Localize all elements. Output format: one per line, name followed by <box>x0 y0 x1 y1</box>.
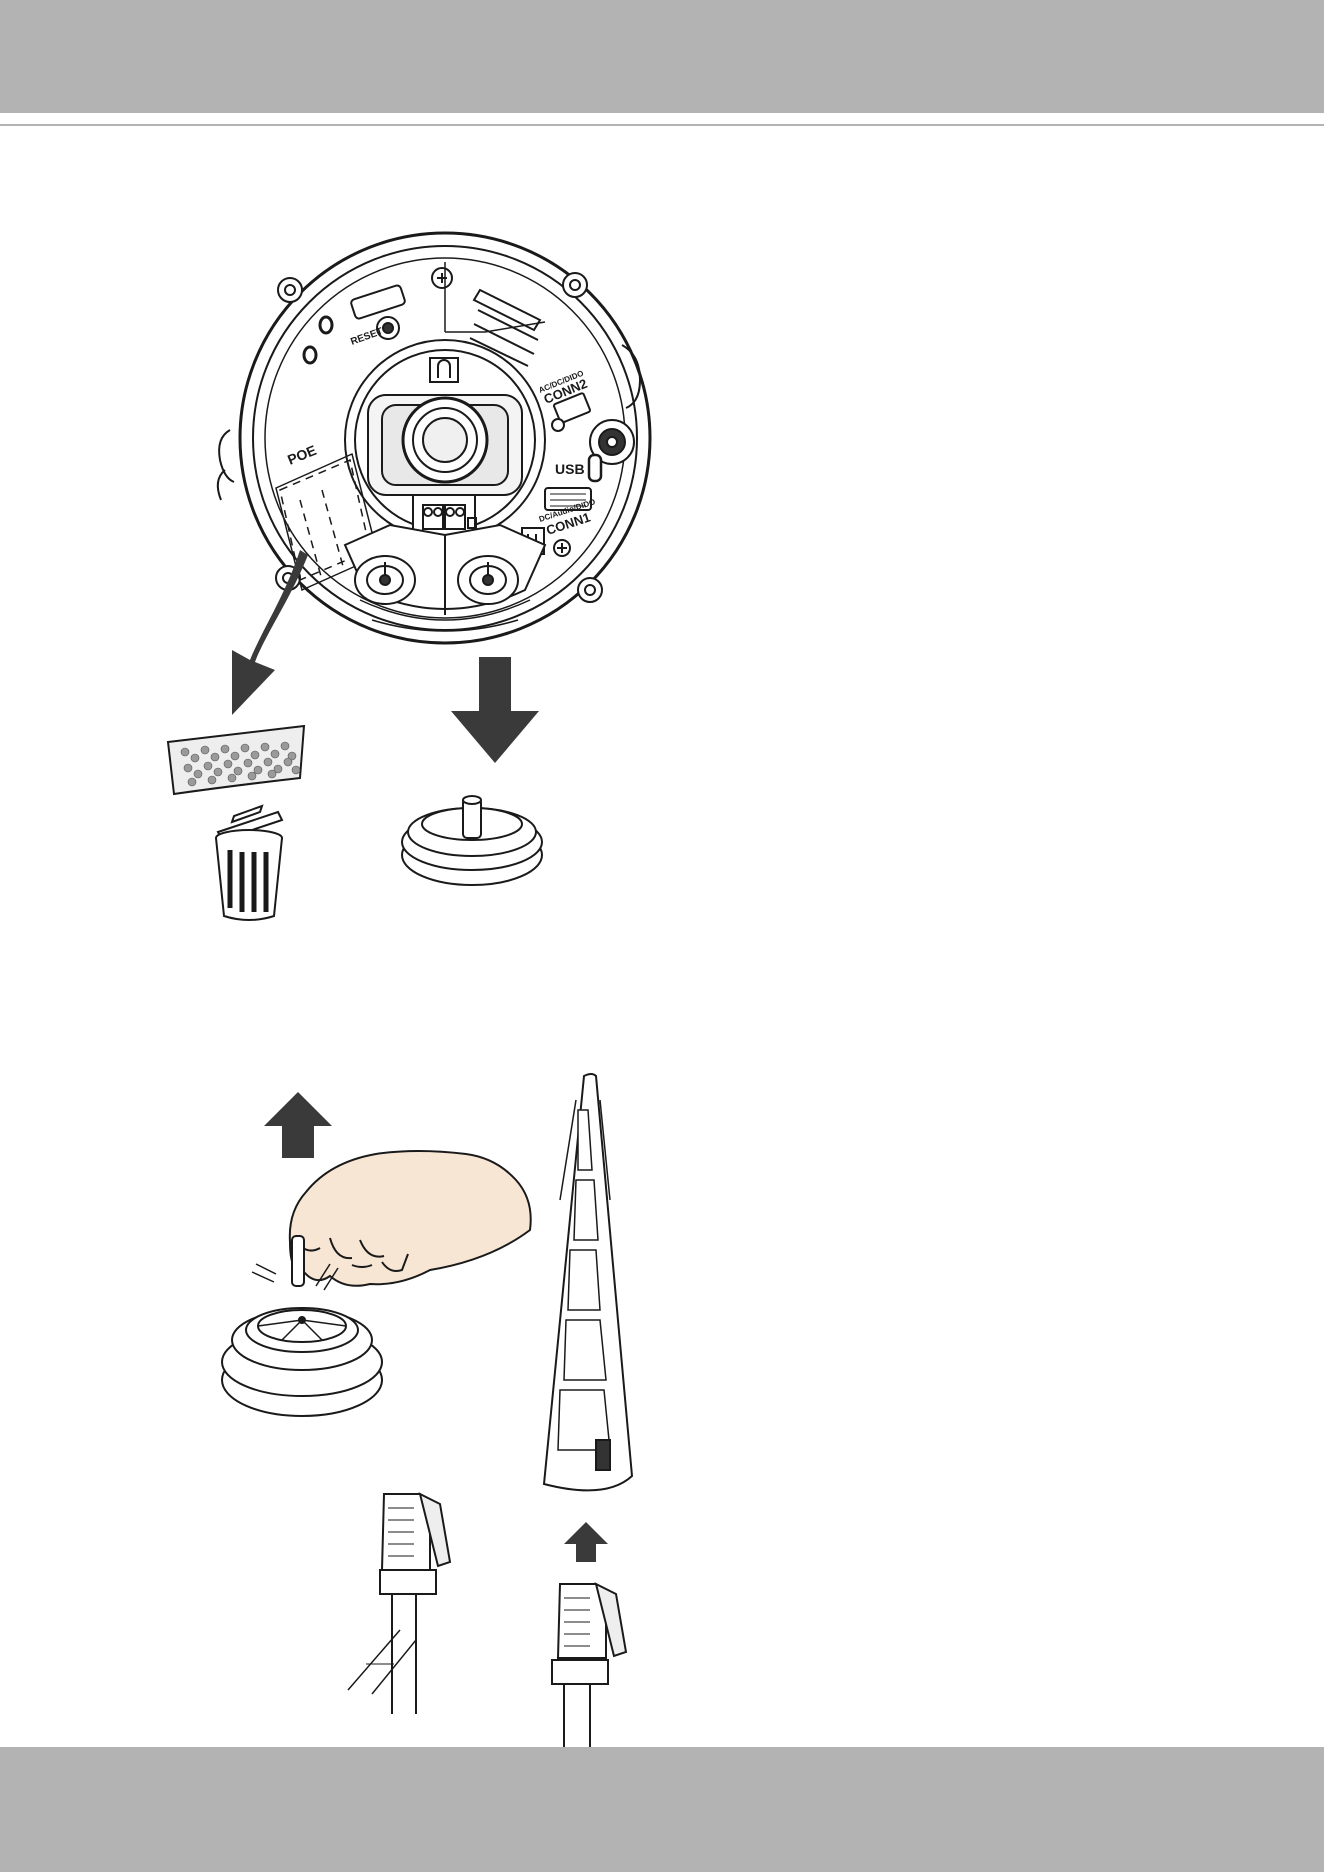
usb-label: USB <box>555 461 585 477</box>
up-arrow-large <box>264 1092 332 1158</box>
rubber-grommet <box>222 1308 382 1416</box>
down-arrow <box>451 657 539 763</box>
footer-band <box>0 1747 1324 1872</box>
camera-base-figure: RESET POE <box>218 233 650 643</box>
hand-pulling-plug <box>252 1151 531 1290</box>
cable-gland-plug <box>402 796 542 885</box>
curved-arrow-discard <box>232 550 308 715</box>
up-arrow-small <box>564 1522 608 1562</box>
desiccant-bag <box>168 726 304 794</box>
rj45-connector-left <box>348 1494 450 1714</box>
trash-can-icon <box>216 806 282 920</box>
cable-boot <box>544 1074 632 1490</box>
rj45-connector-right <box>552 1584 626 1770</box>
